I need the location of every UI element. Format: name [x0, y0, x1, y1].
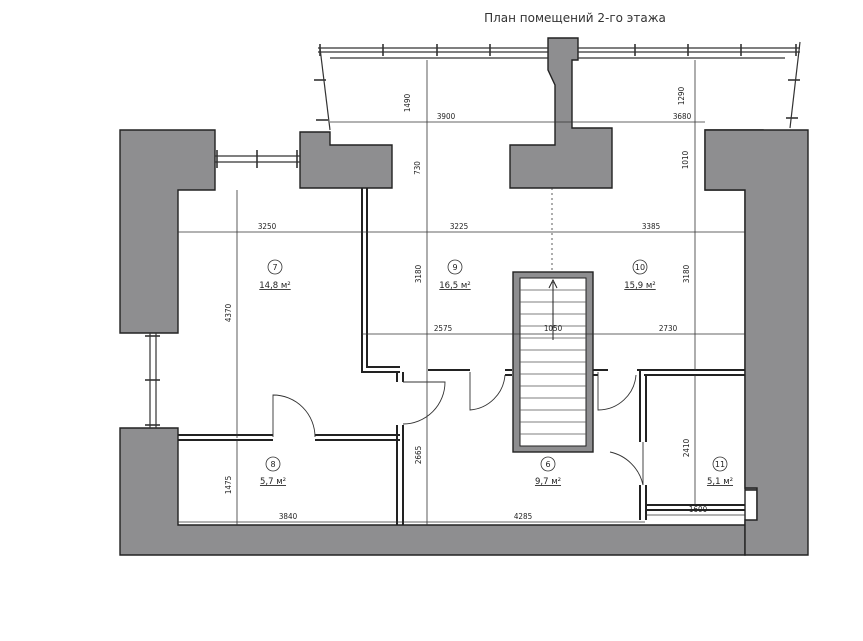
- room-10-marker: [632, 259, 648, 275]
- walls: [119, 37, 809, 556]
- dim-2575: 2575: [434, 324, 452, 333]
- dim-1600: 1600: [689, 505, 708, 514]
- dim-3680: 3680: [673, 112, 692, 121]
- room-labels: 7 14,8 м² 9 16,5 м² 10 15,9 м² 8 5,7 м² …: [259, 259, 733, 487]
- staircase: [512, 271, 594, 453]
- wall-left-upper: [119, 129, 216, 334]
- dim-730: 730: [413, 161, 422, 175]
- dim-3180-left: 3180: [414, 264, 423, 283]
- dim-3180-right: 3180: [682, 264, 691, 283]
- dim-4370: 4370: [224, 303, 233, 322]
- dim-2730: 2730: [659, 324, 678, 333]
- room-6-marker: [540, 456, 556, 472]
- room-7-number: 7: [272, 263, 277, 272]
- wall-block-left: [299, 131, 393, 189]
- dimension-labels: 1490 1290 3900 3680 730 1010 3250 3225 3…: [224, 86, 708, 521]
- dim-2410: 2410: [682, 438, 691, 457]
- room-10-number: 10: [635, 263, 645, 272]
- dim-1475: 1475: [224, 476, 233, 494]
- room-8-marker: [265, 456, 281, 472]
- room-9-number: 9: [452, 263, 457, 272]
- wall-chimney: [509, 37, 613, 189]
- wall-right: [704, 129, 809, 556]
- dim-1050: 1050: [544, 324, 563, 333]
- dim-3840: 3840: [279, 512, 298, 521]
- dim-2665: 2665: [414, 446, 423, 464]
- room-9-area: 16,5 м²: [439, 281, 470, 291]
- dim-3250: 3250: [258, 222, 277, 231]
- room-7-marker: [267, 259, 283, 275]
- dim-3900: 3900: [437, 112, 456, 121]
- interior-walls: [178, 188, 745, 525]
- dim-3225: 3225: [450, 222, 468, 231]
- dim-3385: 3385: [642, 222, 660, 231]
- plan-title: План помещений 2-го этажа: [484, 11, 666, 25]
- room-7-area: 14,8 м²: [259, 281, 290, 291]
- room-6-number: 6: [545, 460, 550, 469]
- dim-4285: 4285: [514, 512, 532, 521]
- room-9-marker: [447, 259, 463, 275]
- room-10-area: 15,9 м²: [624, 281, 655, 291]
- dim-1010: 1010: [681, 150, 690, 169]
- room-11-marker: [712, 456, 728, 472]
- room-11-number: 11: [715, 460, 725, 469]
- dim-1490: 1490: [403, 93, 412, 112]
- room-11-area: 5,1 м²: [707, 477, 733, 487]
- room-8-area: 5,7 м²: [260, 477, 286, 487]
- dimension-lines: [178, 60, 745, 525]
- doors: [272, 372, 644, 486]
- balconies: [145, 41, 801, 428]
- dim-1290: 1290: [677, 86, 686, 105]
- room-6-area: 9,7 м²: [535, 477, 561, 487]
- room-8-number: 8: [270, 460, 275, 469]
- wall-left-bottom: [119, 129, 764, 556]
